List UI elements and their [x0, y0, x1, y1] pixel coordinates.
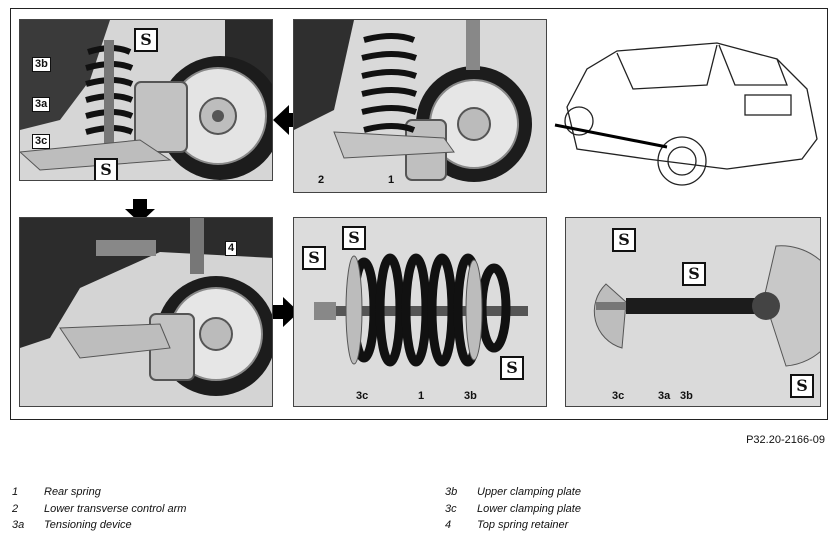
- special-tool-icon: S: [302, 246, 326, 270]
- tensioning-device-photo: [566, 218, 820, 406]
- legend-text: Rear spring: [44, 486, 101, 498]
- legend-text: Lower transverse control arm: [44, 503, 187, 515]
- legend-text: Upper clamping plate: [477, 486, 581, 498]
- procedure-figure: 3b 3a 3c S S 2 1: [10, 8, 828, 420]
- special-tool-icon: S: [682, 262, 706, 286]
- callout-top-spring-retainer: 4: [225, 241, 238, 256]
- callout-upper-clamping-plate: 3b: [680, 390, 693, 402]
- suspension-photo-2: [294, 20, 546, 192]
- legend-number: 3c: [445, 503, 457, 515]
- photo-top-spring-retainer: 4: [19, 217, 273, 407]
- arrow-right-icon: [273, 297, 299, 327]
- special-tool-icon: S: [134, 28, 158, 52]
- callout-lower-clamping-plate: 3c: [612, 390, 625, 402]
- special-tool-icon: S: [342, 226, 366, 250]
- callout-lower-clamping-plate: 3c: [356, 390, 369, 402]
- callout-tensioning-device: 3a: [32, 97, 51, 112]
- special-tool-icon: S: [500, 356, 524, 380]
- special-tool-icon: S: [94, 158, 118, 180]
- legend-number: 2: [12, 503, 19, 515]
- arrow-down-icon: [125, 199, 155, 223]
- arrow-left-icon: [273, 105, 299, 135]
- special-tool-icon: S: [790, 374, 814, 398]
- legend-number: 3b: [445, 486, 458, 498]
- callout-tensioning-device: 3a: [658, 390, 671, 402]
- vehicle-illustration: [547, 29, 827, 199]
- legend-number: 4: [445, 519, 452, 531]
- suv-drawing: [554, 42, 818, 186]
- legend-number: 1: [12, 486, 19, 498]
- legend-text: Top spring retainer: [477, 519, 569, 531]
- legend-number: 3a: [12, 519, 25, 531]
- callout-upper-clamping-plate: 3b: [32, 57, 51, 72]
- photo-spring-clamped-on-vehicle: 3b 3a 3c S S: [19, 19, 273, 181]
- callout-upper-clamping-plate: 3b: [464, 390, 477, 402]
- callout-lower-clamping-plate: 3c: [32, 134, 51, 149]
- callout-rear-spring: 1: [388, 174, 395, 186]
- spring-compressor-photo: [294, 218, 546, 406]
- figure-reference-code: P32.20-2166-09: [746, 434, 825, 446]
- photo-tensioning-device: S S S 3c 3a 3b: [565, 217, 821, 407]
- photo-spring-with-clamp: S S S 3c 1 3b: [293, 217, 547, 407]
- special-tool-icon: S: [612, 228, 636, 252]
- legend-text: Lower clamping plate: [477, 503, 581, 515]
- legend-text: Tensioning device: [44, 519, 132, 531]
- photo-spring-installed: 2 1: [293, 19, 547, 193]
- callout-lower-transverse-control-arm: 2: [318, 174, 325, 186]
- callout-rear-spring: 1: [418, 390, 425, 402]
